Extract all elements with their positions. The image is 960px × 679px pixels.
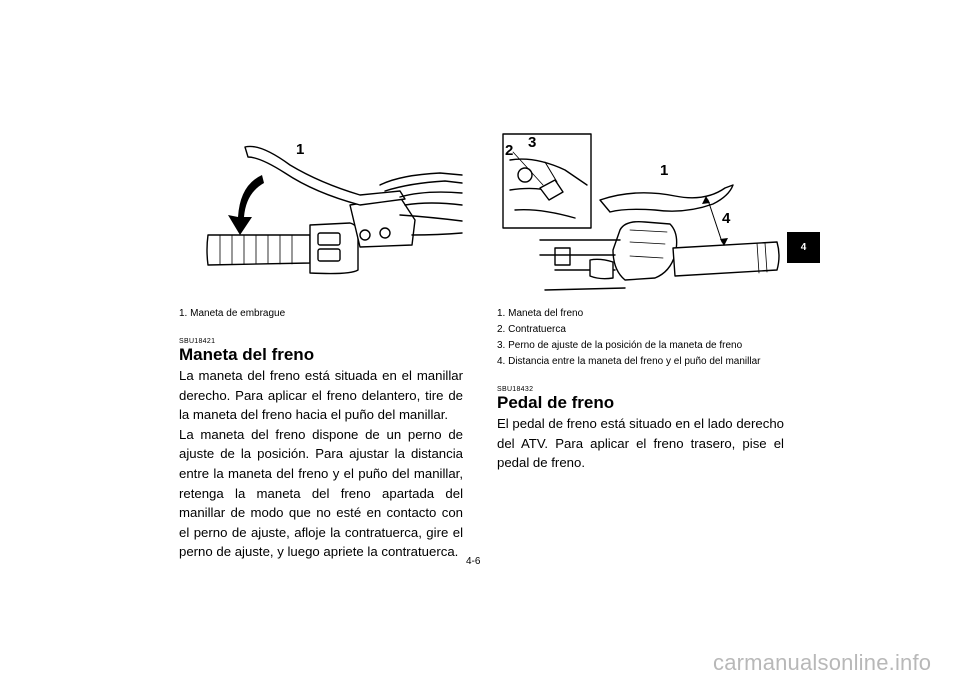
paragraph: El pedal de freno está situado en el lad… [497, 416, 784, 471]
caption-item: 3. Perno de ajuste de la posición de la … [497, 340, 743, 351]
callout-1: 1 [296, 141, 305, 158]
section-brake-pedal: SBU18432 Pedal de freno El pedal de fren… [497, 386, 784, 473]
left-figure-caption: 1. Maneta de embrague [179, 306, 285, 322]
paragraph: La maneta del freno dispone de un perno … [179, 426, 463, 560]
right-figure-caption: 1. Maneta del freno 2. Contratuerca 3. P… [497, 306, 760, 370]
caption-item: 4. Distancia entre la maneta del freno y… [497, 356, 761, 367]
caption-item: 1. Maneta de embrague [179, 308, 286, 319]
brake-lever-illustration: 2 3 1 4 [495, 130, 785, 300]
page-number: 4-6 [466, 556, 481, 567]
section-code: SBU18421 [179, 338, 216, 345]
chapter-tab: 4 [787, 232, 820, 263]
paragraph: La maneta del freno está situada en el m… [179, 368, 463, 423]
caption-item: 2. Contratuerca [497, 324, 566, 335]
section-title: Pedal de freno [497, 393, 615, 412]
section-body: El pedal de freno está situado en el lad… [497, 414, 784, 473]
section-body: La maneta del freno está situada en el m… [179, 366, 463, 562]
callout-4: 4 [722, 210, 731, 227]
clutch-lever-illustration: 1 [200, 135, 465, 295]
callout-3: 3 [528, 134, 537, 151]
caption-item: 1. Maneta del freno [497, 308, 584, 319]
section-code: SBU18432 [497, 386, 534, 393]
section-title: Maneta del freno [179, 345, 315, 364]
callout-1: 1 [660, 162, 669, 179]
section-brake-lever: SBU18421 Maneta del freno La maneta del … [179, 338, 463, 562]
callout-2: 2 [505, 142, 514, 159]
watermark-text: carmanualsonline.info [713, 650, 932, 675]
